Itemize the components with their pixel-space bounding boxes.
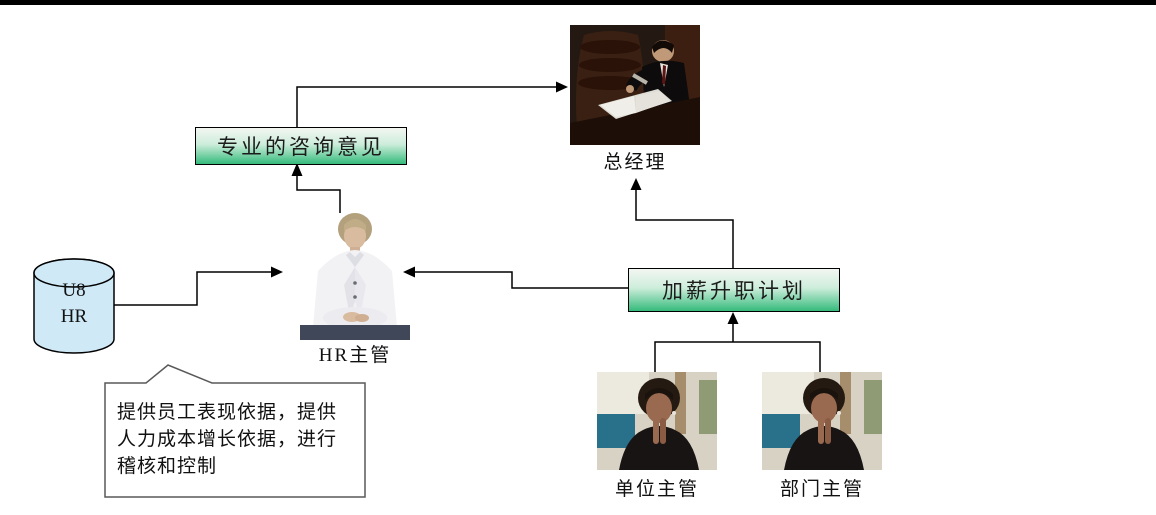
- connector-consultation-to-gm: [296, 86, 556, 127]
- arrowhead-left-hr: [403, 266, 415, 278]
- general-manager-photo: [570, 25, 700, 145]
- hr-manager-photo: [300, 213, 410, 340]
- database-label-line2: HR: [60, 306, 88, 327]
- connector-plan-to-gm: [635, 190, 734, 268]
- raise-promotion-plan-label: 加薪升职计划: [662, 279, 806, 303]
- callout-line-2: 人力成本增长依据，进行: [117, 429, 338, 450]
- consultation-opinion-box: 专业的咨询意见: [195, 127, 407, 165]
- callout-note: 提供员工表现依据，提供 人力成本增长依据，进行 稽核和控制: [117, 399, 353, 480]
- consultation-opinion-label: 专业的咨询意见: [217, 135, 385, 159]
- general-manager-label: 总经理: [603, 152, 667, 173]
- database-label: U8 HR: [32, 278, 116, 330]
- connector-managers-bracket: [654, 341, 821, 372]
- arrowhead-up-plan: [727, 312, 739, 324]
- arrowhead-up-consultation: [291, 163, 303, 176]
- arrowhead-right-hr: [271, 266, 283, 278]
- connector-plan-to-hr: [415, 271, 628, 289]
- dept-manager-label: 部门主管: [779, 479, 864, 500]
- callout-line-1: 提供员工表现依据，提供: [117, 402, 338, 423]
- connector-hr-to-consultation: [296, 170, 341, 213]
- raise-promotion-plan-box: 加薪升职计划: [628, 268, 840, 312]
- database-cylinder-icon: [33, 258, 115, 354]
- hr-manager-label: HR主管: [318, 345, 392, 366]
- top-border-rule: [0, 0, 1156, 5]
- dept-manager-photo: [762, 372, 882, 470]
- unit-manager-photo: [597, 372, 717, 470]
- arrowhead-right-gm: [556, 81, 568, 93]
- callout-outline: [104, 364, 366, 498]
- unit-manager-label: 单位主管: [614, 479, 699, 500]
- callout-line-3: 稽核和控制: [117, 456, 218, 477]
- arrowhead-up-gm: [630, 178, 642, 190]
- database-label-line1: U8: [62, 280, 86, 301]
- connector-db-to-hr: [114, 271, 271, 306]
